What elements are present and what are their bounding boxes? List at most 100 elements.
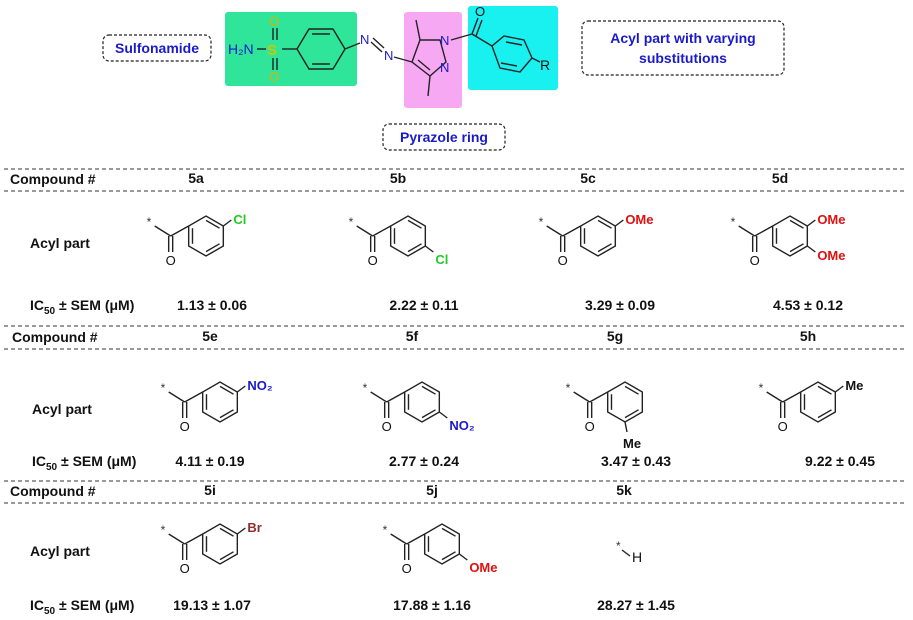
carbonyl-oxygen: O xyxy=(750,253,760,268)
substituent-label: Me xyxy=(845,378,863,393)
attachment-star: * xyxy=(363,381,368,395)
carbonyl-oxygen: O xyxy=(180,561,190,576)
acyl-row-label: Acyl part xyxy=(32,401,92,417)
benzene-ring xyxy=(799,381,837,423)
benzene-ring xyxy=(606,381,644,423)
acyl-row-label: Acyl part xyxy=(30,543,90,559)
attachment-star: * xyxy=(161,381,166,395)
ic50-value: 1.13 ± 0.06 xyxy=(177,297,247,313)
amine-atom: H₂N xyxy=(228,41,254,57)
compound-cell-5a: 5a * O Cl 1.13 ± 0.06 xyxy=(147,170,248,313)
pyrazole-nitrogen-1: N xyxy=(440,33,449,48)
acyl-label-line2: substitutions xyxy=(639,50,727,66)
compound-id: 5j xyxy=(426,482,438,498)
benzene-ring xyxy=(771,215,809,257)
attachment-star: * xyxy=(349,215,354,229)
substituent-label: NO₂ xyxy=(247,378,272,393)
ic50-value: 17.88 ± 1.16 xyxy=(393,597,471,613)
substituent-label: OMe xyxy=(817,212,845,227)
ic50-row-label: IC50 ± SEM (μM) xyxy=(32,453,136,473)
substituent-label: OMe xyxy=(469,560,497,575)
compound-cell-5h: 5h * O Me 9.22 ± 0.45 xyxy=(759,328,876,469)
sulfonamide-label-box: Sulfonamide xyxy=(102,34,212,62)
compound-id: 5g xyxy=(607,328,623,344)
benzene-ring xyxy=(389,215,427,257)
ic50-value: 4.53 ± 0.12 xyxy=(773,297,843,313)
ic50-value: 3.47 ± 0.43 xyxy=(601,453,671,469)
benzene-ring xyxy=(403,381,441,423)
compound-id: 5h xyxy=(800,328,816,344)
scaffold-structure: H₂N S O O N N N N O xyxy=(225,4,558,108)
compound-row-label: Compound # xyxy=(12,329,98,345)
compound-id: 5b xyxy=(390,170,406,186)
hydrogen-label: H xyxy=(632,549,642,565)
compound-cell-5k: 5k * H 28.27 ± 1.45 xyxy=(597,482,675,613)
azo-nitrogen-1: N xyxy=(360,32,369,47)
carbonyl-oxygen: O xyxy=(585,419,595,434)
compound-id: 5i xyxy=(204,482,216,498)
attachment-star: * xyxy=(731,215,736,229)
carbonyl-oxygen: O xyxy=(180,419,190,434)
carbonyl-oxygen: O xyxy=(382,419,392,434)
attachment-star: * xyxy=(616,539,621,553)
ic50-value: 2.77 ± 0.24 xyxy=(389,453,459,469)
ic50-value: 3.29 ± 0.09 xyxy=(585,297,655,313)
compound-cell-5i: 5i * O Br 19.13 ± 1.07 xyxy=(161,482,262,613)
ic50-value: 19.13 ± 1.07 xyxy=(173,597,251,613)
carbonyl-oxygen: O xyxy=(475,4,485,19)
attachment-star: * xyxy=(566,381,571,395)
carbonyl-oxygen: O xyxy=(402,561,412,576)
attachment-star: * xyxy=(161,523,166,537)
benzene-ring xyxy=(187,215,225,257)
compound-cell-5c: 5c * O OMe 3.29 ± 0.09 xyxy=(539,170,656,313)
compound-cell-5f: 5f * O NO₂ 2.77 ± 0.24 xyxy=(363,328,475,469)
benzene-ring xyxy=(201,523,239,565)
pyrazole-label-box: Pyrazole ring xyxy=(382,123,506,151)
sulfur-atom: S xyxy=(267,42,277,59)
carbonyl-oxygen: O xyxy=(778,419,788,434)
substituent-label: Br xyxy=(247,520,261,535)
compound-id: 5d xyxy=(772,170,788,186)
compound-row-label: Compound # xyxy=(10,171,96,187)
compound-id: 5f xyxy=(406,328,419,344)
ic50-row-label: IC50 ± SEM (μM) xyxy=(30,597,134,617)
benzene-ring xyxy=(579,215,617,257)
r-group: R xyxy=(540,57,550,73)
ic50-value: 2.22 ± 0.11 xyxy=(389,297,458,313)
substituent-label: Cl xyxy=(435,252,448,267)
compound-id: 5a xyxy=(188,170,204,186)
attachment-star: * xyxy=(539,215,544,229)
compound-id: 5c xyxy=(580,170,596,186)
pyrazole-label: Pyrazole ring xyxy=(400,129,488,145)
carbonyl-oxygen: O xyxy=(166,253,176,268)
benzene-ring xyxy=(423,523,461,565)
carbonyl-oxygen: O xyxy=(558,253,568,268)
attachment-star: * xyxy=(759,381,764,395)
ic50-value: 28.27 ± 1.45 xyxy=(597,597,675,613)
acyl-highlight xyxy=(468,6,558,90)
compound-cell-5g: 5g * O Me 3.47 ± 0.43 xyxy=(566,328,672,469)
substituent-label: Cl xyxy=(233,212,246,227)
substituent-label: OMe xyxy=(625,212,653,227)
acyl-label-line1: Acyl part with varying xyxy=(610,30,755,46)
attachment-star: * xyxy=(147,215,152,229)
substituent-label: Me xyxy=(623,436,641,451)
acyl-label-box: Acyl part with varying substitutions xyxy=(581,20,785,76)
azo-nitrogen-2: N xyxy=(384,48,393,63)
sulfonyl-oxygen-bottom: O xyxy=(269,69,279,84)
compound-id: 5k xyxy=(616,482,632,498)
sulfonyl-oxygen-top: O xyxy=(269,14,279,29)
substituent-label: NO₂ xyxy=(449,418,475,433)
compound-row-label: Compound # xyxy=(10,483,96,499)
sulfonamide-label: Sulfonamide xyxy=(115,40,199,56)
substituent-label-2: OMe xyxy=(817,248,845,263)
ic50-value: 9.22 ± 0.45 xyxy=(805,453,875,469)
benzene-ring xyxy=(201,381,239,423)
pyrazole-nitrogen-2: N xyxy=(440,60,449,75)
